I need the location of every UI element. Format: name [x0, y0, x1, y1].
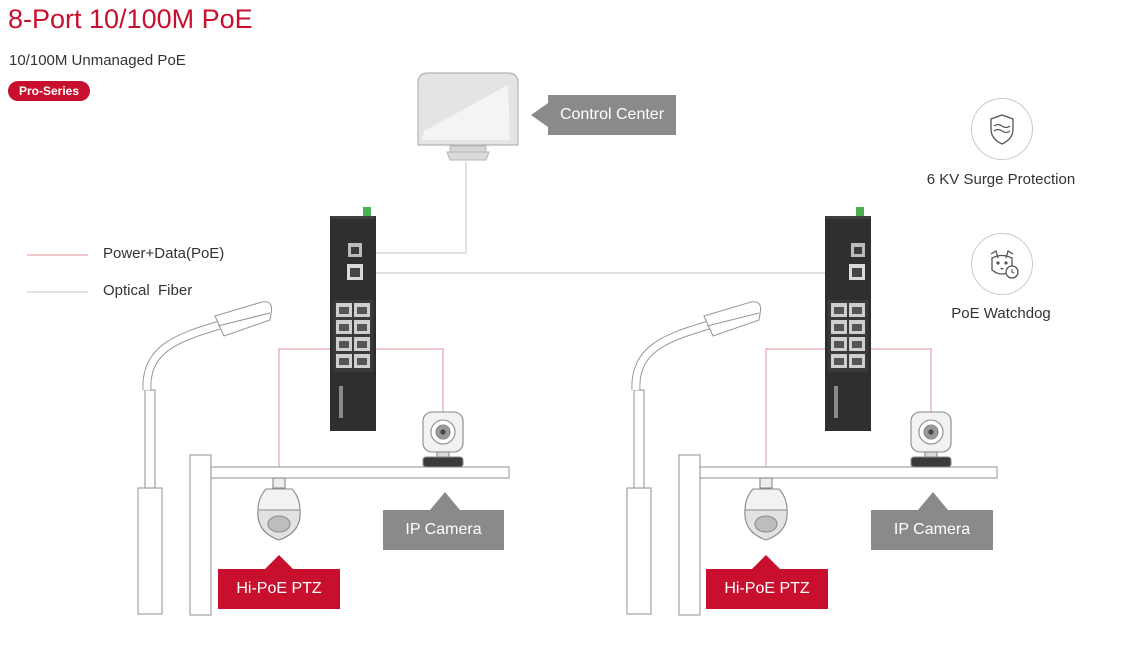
- poe-switch-right: [825, 207, 871, 431]
- legend-poe-label: Power+Data(PoE): [103, 245, 225, 262]
- page-subtitle: 10/100M Unmanaged PoE: [9, 52, 186, 69]
- page-title: 8-Port 10/100M PoE: [8, 4, 253, 34]
- poe-watchdog-label: PoE Watchdog: [951, 305, 1051, 322]
- left-ip-camera-pointer: [430, 492, 460, 510]
- poe-links-left: [278, 348, 444, 470]
- poe-switch-left: [330, 207, 376, 431]
- left-ptz-pointer: [265, 555, 293, 569]
- right-ip-camera-pointer: [918, 492, 948, 510]
- ptz-camera-left-icon: [257, 477, 301, 541]
- ip-camera-right-icon: [910, 411, 952, 468]
- street-light-right: [626, 301, 762, 615]
- ptz-camera-right-icon: [744, 477, 788, 541]
- mount-frame-left: [189, 454, 510, 616]
- fiber-links: [375, 162, 826, 274]
- surge-protection-label: 6 KV Surge Protection: [926, 171, 1076, 188]
- mount-frame-right: [678, 454, 998, 616]
- surge-protection-badge: [971, 98, 1033, 160]
- left-ip-camera-label: IP Camera: [383, 510, 504, 550]
- series-badge: Pro-Series: [8, 81, 91, 101]
- right-ptz-pointer: [752, 555, 780, 569]
- poe-links-right: [765, 348, 932, 470]
- watchdog-icon: [990, 250, 1019, 279]
- legend-fiber-label: Optical Fiber: [103, 282, 193, 299]
- poe-watchdog-badge: [971, 233, 1033, 295]
- ip-camera-left-icon: [422, 411, 464, 468]
- shield-icon: [990, 114, 1014, 145]
- control-center-label: Control Center: [548, 95, 676, 135]
- monitor-icon: [417, 72, 519, 161]
- right-ip-camera-label: IP Camera: [871, 510, 993, 550]
- street-light-left: [137, 301, 273, 615]
- right-ptz-label: Hi-PoE PTZ: [706, 569, 828, 609]
- left-ptz-label: Hi-PoE PTZ: [218, 569, 340, 609]
- control-center-pointer: [531, 103, 548, 127]
